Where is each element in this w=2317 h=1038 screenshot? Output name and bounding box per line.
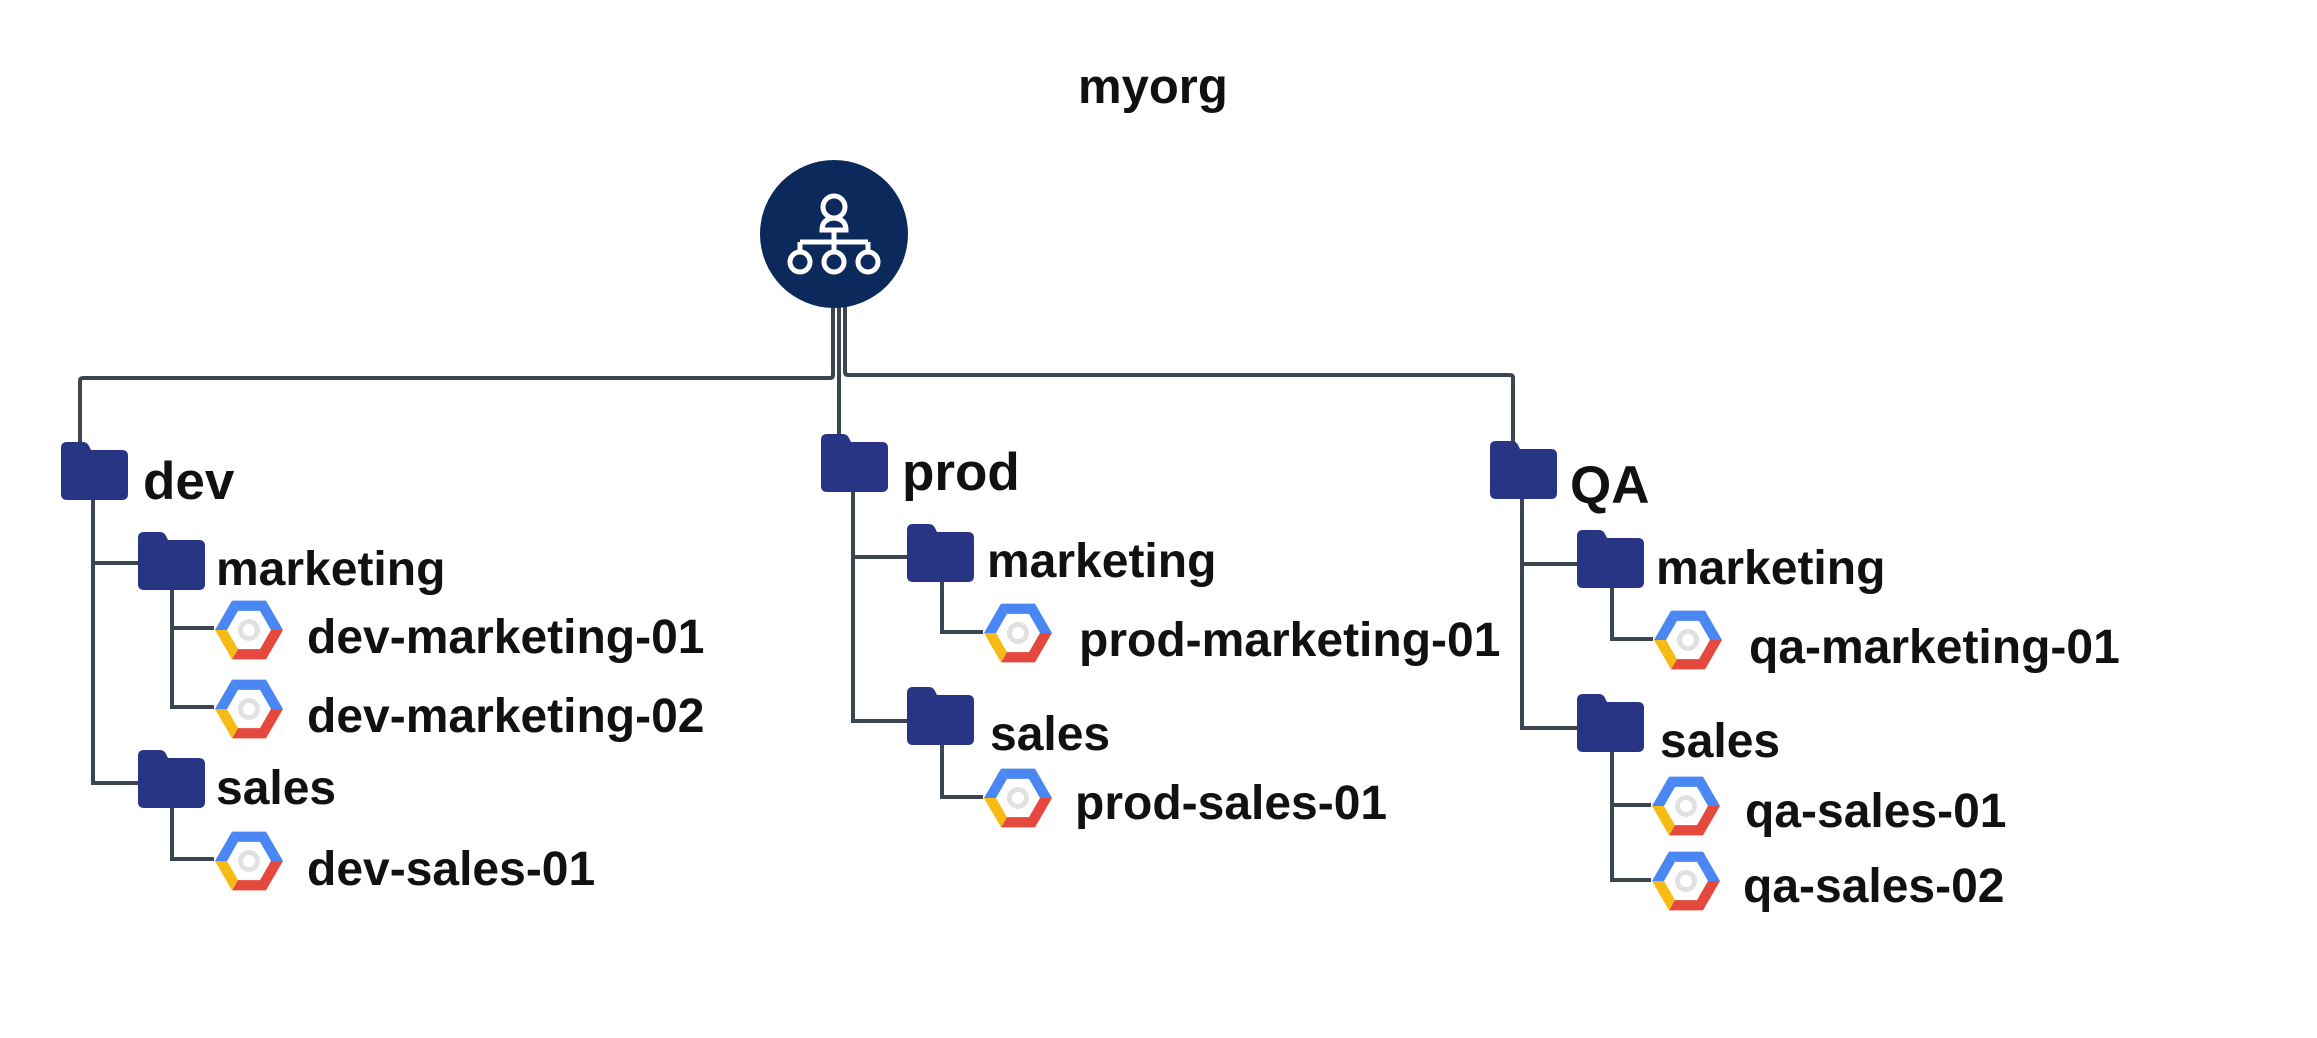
project-label: prod-marketing-01 xyxy=(1079,614,1501,667)
subfolder-label: marketing xyxy=(216,543,446,596)
subfolder-label: marketing xyxy=(1656,542,1886,595)
subfolder-label: sales xyxy=(216,762,337,815)
folder-label: prod xyxy=(902,443,1020,502)
connector-line xyxy=(1610,805,1651,882)
folder-label: dev xyxy=(143,452,235,511)
org-title: myorg xyxy=(1078,60,1228,114)
subfolder-label: sales xyxy=(990,708,1111,761)
gcp-project-icon xyxy=(1653,605,1723,680)
subfolder-label: marketing xyxy=(987,535,1217,588)
project-label: qa-sales-01 xyxy=(1745,785,2007,838)
folder-icon xyxy=(821,434,888,497)
connector-line xyxy=(91,500,138,785)
folder-icon xyxy=(1577,694,1644,757)
subfolder-label: sales xyxy=(1660,715,1781,768)
project-label: dev-sales-01 xyxy=(307,843,596,896)
folder-icon xyxy=(1490,441,1557,504)
connector-line xyxy=(170,590,214,630)
org-hierarchy-icon xyxy=(760,160,908,308)
gcp-project-icon xyxy=(1651,771,1721,846)
folder-icon xyxy=(907,687,974,750)
folder-icon xyxy=(138,750,205,813)
connector-line xyxy=(843,306,1515,443)
gcp-project-icon xyxy=(214,595,284,670)
gcp-project-icon xyxy=(1651,846,1721,921)
connector-line xyxy=(1610,752,1651,807)
gcp-project-icon xyxy=(214,674,284,749)
connector-line xyxy=(170,808,214,861)
connector-line xyxy=(1610,588,1653,641)
project-label: dev-marketing-01 xyxy=(307,611,705,664)
folder-label: QA xyxy=(1570,456,1650,515)
connector-line xyxy=(940,582,983,634)
gcp-project-icon xyxy=(983,763,1053,838)
connector-line xyxy=(851,492,907,723)
folder-icon xyxy=(907,524,974,587)
folder-icon xyxy=(1577,530,1644,593)
folder-icon xyxy=(61,442,128,505)
connector-line xyxy=(78,306,835,444)
connector-line xyxy=(170,628,214,709)
project-label: qa-sales-02 xyxy=(1743,860,2005,913)
folder-icon xyxy=(138,532,205,595)
connector-line xyxy=(940,745,983,799)
project-label: qa-marketing-01 xyxy=(1749,621,2120,674)
connector-line xyxy=(1520,499,1577,730)
gcp-project-icon xyxy=(214,826,284,901)
project-label: prod-sales-01 xyxy=(1075,777,1388,830)
gcp-project-icon xyxy=(983,598,1053,673)
project-label: dev-marketing-02 xyxy=(307,690,705,743)
